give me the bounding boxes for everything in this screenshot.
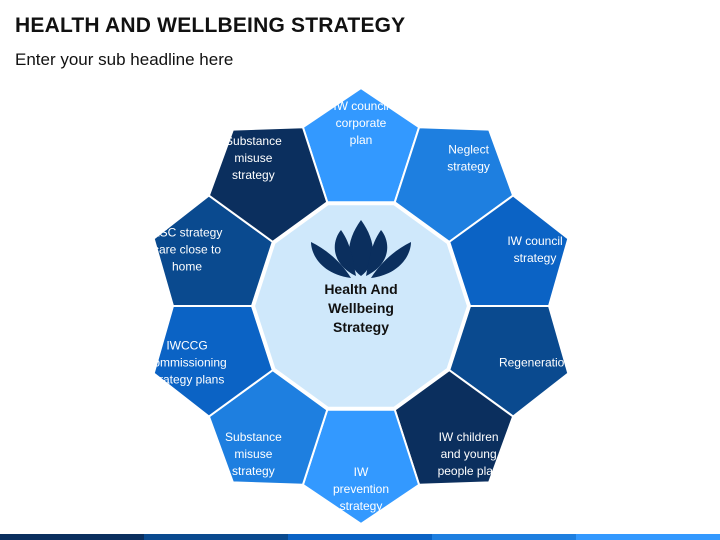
footer-bar-segment-1 bbox=[0, 534, 144, 540]
lotus-petal bbox=[371, 242, 411, 278]
page-subtitle: Enter your sub headline here bbox=[15, 50, 234, 69]
lotus-petal bbox=[366, 230, 388, 276]
segment-label-4: Regeneration bbox=[499, 356, 571, 370]
footer-bar-segment-3 bbox=[288, 534, 432, 540]
center-decagon bbox=[250, 201, 472, 411]
footer-bar-segment-5 bbox=[576, 534, 720, 540]
lotus-petal bbox=[334, 230, 356, 276]
lotus-icon bbox=[311, 220, 411, 278]
footer-bar-segment-2 bbox=[144, 534, 288, 540]
footer-bar-segment-4 bbox=[432, 534, 576, 540]
lotus-petal bbox=[349, 220, 373, 276]
lotus-petal bbox=[311, 242, 351, 278]
footer-color-bar bbox=[0, 534, 720, 540]
page-title: HEALTH AND WELLBEING STRATEGY bbox=[15, 14, 406, 37]
